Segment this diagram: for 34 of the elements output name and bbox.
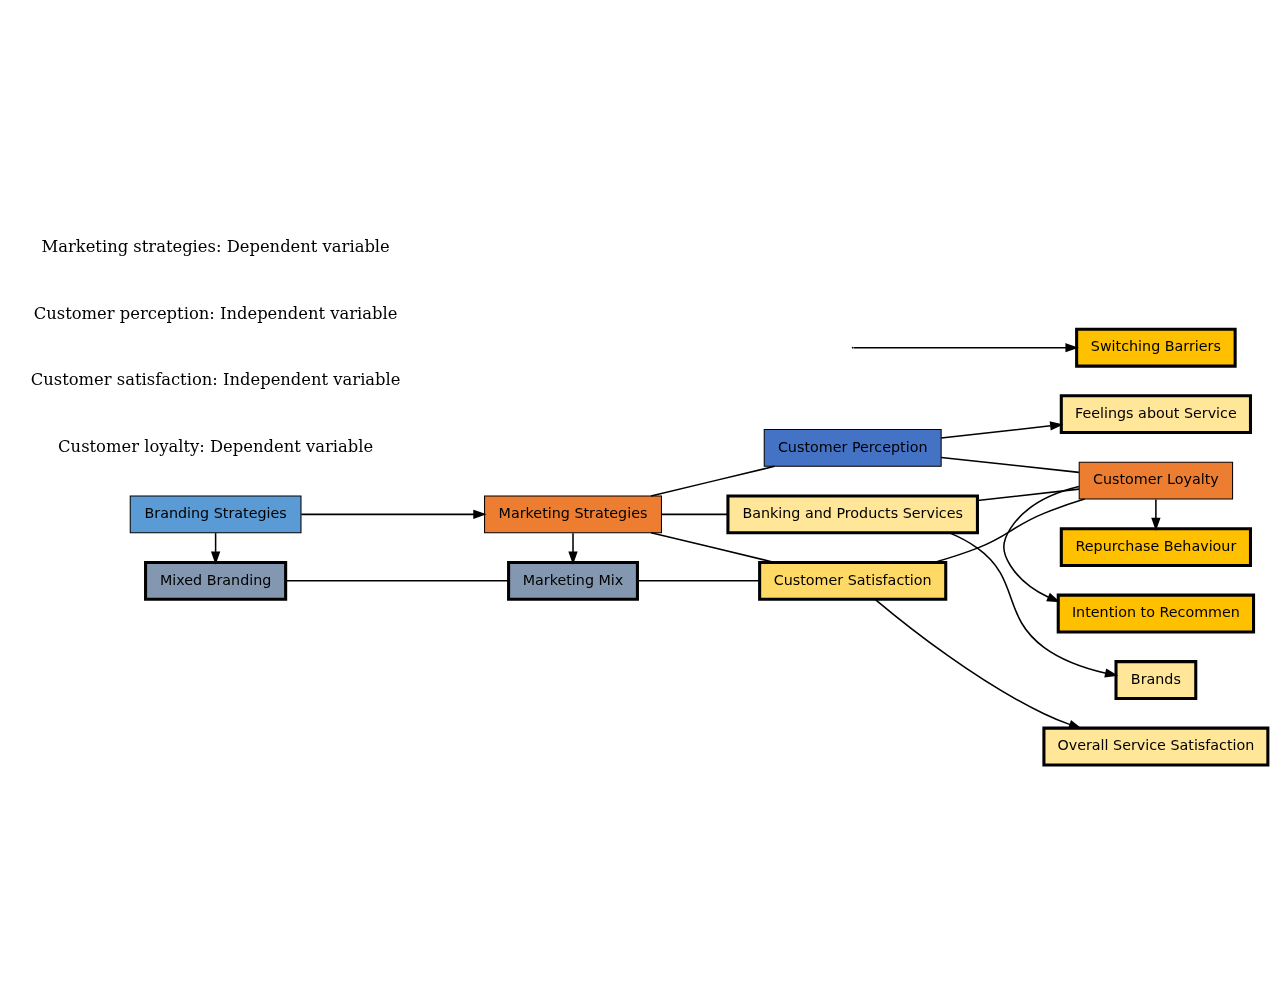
connector — [285, 579, 510, 582]
node-box: Mixed Branding — [144, 560, 288, 601]
label: Marketing strategies: Dependent variable — [41, 236, 390, 256]
arrow — [940, 420, 1064, 439]
node-box: Customer Perception — [763, 428, 942, 467]
node-box: Customer Loyalty — [1078, 461, 1234, 500]
arrow — [948, 531, 1119, 678]
arrow — [210, 531, 221, 565]
node-box: Marketing Mix — [507, 560, 639, 601]
connector — [933, 497, 1086, 563]
arrow — [1003, 485, 1080, 602]
node-box: Branding Strategies — [129, 494, 302, 533]
arrow — [853, 342, 1079, 352]
label: Customer loyalty: Dependent variable — [58, 436, 374, 456]
arrow — [1151, 498, 1161, 531]
node-box: Brands — [1114, 659, 1198, 700]
node-box: Intention to Recommen — [1056, 593, 1256, 633]
label: Customer perception: Independent variable — [33, 303, 398, 323]
connector — [976, 487, 1080, 501]
node-box: Repurchase Behaviour — [1059, 526, 1252, 567]
connector — [660, 513, 729, 515]
node-box: Feelings about Service — [1059, 393, 1252, 434]
label: Customer satisfaction: Independent variable — [30, 369, 401, 389]
arrow — [874, 598, 1083, 729]
arrow — [300, 509, 487, 519]
node-box: Switching Barriers — [1075, 327, 1237, 368]
node-box: Marketing Strategies — [484, 494, 662, 533]
node-box: Customer Satisfaction — [758, 560, 948, 601]
node-box: Banking and Products Services — [726, 493, 979, 534]
arrow — [568, 531, 578, 565]
node-box: Overall Service Satisfaction — [1042, 726, 1270, 766]
connector — [940, 456, 1080, 473]
connector — [650, 465, 776, 497]
connector — [636, 579, 761, 582]
